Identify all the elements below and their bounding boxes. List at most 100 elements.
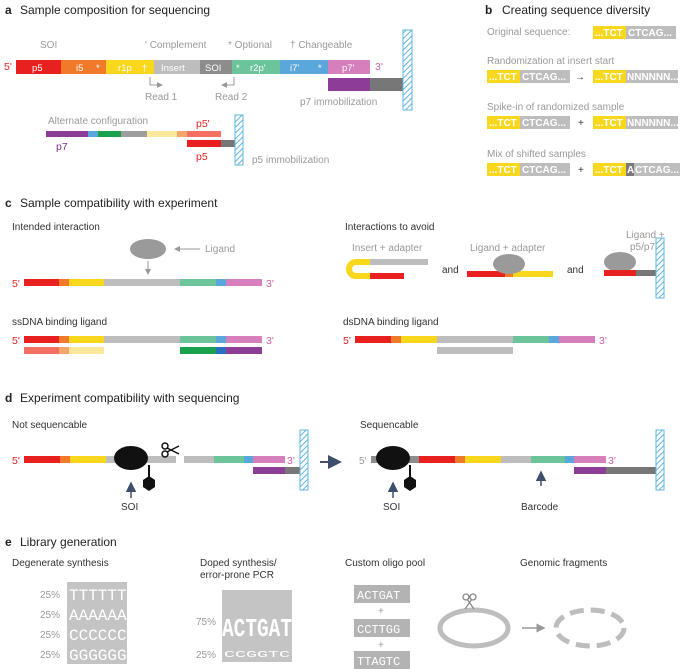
degenerate-label: Degenerate synthesis bbox=[12, 558, 109, 569]
alt-p7-label: p7 bbox=[56, 141, 68, 153]
five-prime-label: 5' bbox=[4, 61, 12, 73]
surface-d1 bbox=[299, 429, 309, 491]
c2-yellow bbox=[69, 336, 104, 343]
seg-i5-label: i5 bbox=[76, 63, 83, 74]
legend-changeable: † Changeable bbox=[290, 40, 353, 51]
alt-seg-green bbox=[98, 131, 121, 137]
and-1: and bbox=[442, 265, 459, 276]
spike-a-grey bbox=[520, 116, 570, 129]
c2b-lorange bbox=[59, 347, 69, 354]
c1-grey bbox=[104, 279, 180, 286]
d1-protein bbox=[114, 446, 148, 470]
rand-label: Randomization at insert start bbox=[487, 56, 615, 67]
c3-yellow bbox=[401, 336, 437, 343]
orig-yellow-text: ...TCT bbox=[595, 28, 623, 39]
c3b-grey bbox=[437, 347, 513, 354]
c2-green bbox=[180, 336, 216, 343]
alt-seg-lyellow bbox=[147, 131, 177, 137]
spike-a-grey-text: CTCAG... bbox=[522, 118, 566, 129]
oligo-2: CCTTGG bbox=[357, 623, 400, 637]
c1-blue bbox=[216, 279, 226, 286]
not-seq-label: Not sequencable bbox=[12, 420, 87, 431]
read2-arrow bbox=[221, 77, 235, 88]
spike-b-grey bbox=[626, 116, 678, 129]
d1-grey-b bbox=[184, 456, 214, 463]
surface-c bbox=[655, 237, 665, 299]
mix-b-yellow-text: ...TCT bbox=[595, 165, 623, 176]
panel-b-letter: b bbox=[485, 3, 492, 17]
la-red bbox=[467, 271, 505, 277]
seq-label: Sequencable bbox=[360, 420, 419, 431]
oligo-1-bg bbox=[354, 585, 410, 603]
c-five-prime-1: 5' bbox=[12, 278, 20, 290]
ligand-p5p7-label-2: p5/p7 bbox=[630, 242, 655, 253]
rand-a-yellow-text: ...TCT bbox=[489, 72, 517, 83]
p7-strand-linker bbox=[370, 78, 403, 91]
oligo-3-bg bbox=[354, 651, 410, 669]
d2-grey bbox=[501, 456, 531, 463]
panel-a-title: Sample composition for sequencing bbox=[20, 3, 210, 17]
ssdna-label: ssDNA binding ligand bbox=[12, 317, 107, 328]
c3-red bbox=[355, 336, 391, 343]
d-five-prime-1: 5' bbox=[12, 455, 20, 467]
original-label: Original sequence: bbox=[487, 27, 570, 38]
and-2: and bbox=[567, 265, 584, 276]
seg-r1p-label: r1p bbox=[118, 63, 132, 74]
three-prime-label: 3' bbox=[375, 61, 383, 73]
c2-red bbox=[24, 336, 59, 343]
d1-purple bbox=[253, 467, 285, 474]
d1-soi-label: SOI bbox=[121, 502, 138, 513]
read2-label: Read 2 bbox=[215, 92, 248, 103]
d2-pink bbox=[574, 456, 606, 463]
genome-circle bbox=[437, 607, 511, 649]
orig-grey-text: CTCAG... bbox=[628, 28, 672, 39]
panel-d-letter: d bbox=[5, 391, 12, 405]
deg-row-4: GGGGGG bbox=[69, 647, 127, 665]
deg-row-3: CCCCCC bbox=[69, 627, 127, 645]
c2-pink bbox=[226, 336, 262, 343]
d2-protein bbox=[376, 446, 410, 470]
alt-config-label: Alternate configuration bbox=[48, 116, 148, 127]
d2-linker bbox=[606, 467, 656, 474]
hairpin-bottom-yellow bbox=[356, 273, 370, 279]
optional-star-2: * bbox=[236, 63, 240, 74]
seg-r2p bbox=[232, 60, 280, 74]
d2-purple bbox=[574, 467, 606, 474]
ligand-blob bbox=[130, 239, 166, 259]
c-five-prime-2: 5' bbox=[12, 335, 20, 347]
alt-seg-lorange bbox=[177, 131, 187, 137]
mix-a-grey bbox=[520, 163, 570, 176]
d-five-prime-2: 5' bbox=[359, 456, 367, 467]
seg-p7c bbox=[328, 60, 370, 74]
c2b-purple bbox=[226, 347, 262, 354]
surface-p7 bbox=[402, 29, 413, 111]
avoid-label: Interactions to avoid bbox=[345, 222, 435, 233]
doped-block bbox=[222, 590, 292, 662]
c-three-prime-1: 3' bbox=[266, 278, 274, 290]
ligand-p5p7-label-1: Ligand + bbox=[626, 230, 665, 241]
mix-b-grey-text: CTCAG... bbox=[635, 165, 679, 176]
panel-d-title: Experiment compatibility with sequencing bbox=[20, 391, 239, 405]
alt-seg-purple bbox=[46, 131, 88, 137]
lp-ligand bbox=[604, 252, 636, 272]
optional-star-3: * bbox=[318, 63, 322, 74]
rand-b-grey bbox=[626, 70, 678, 83]
dsdna-label: dsDNA binding ligand bbox=[343, 317, 439, 328]
read1-label: Read 1 bbox=[145, 92, 178, 103]
panel-c: c Sample compatibility with experiment I… bbox=[5, 196, 665, 354]
doped-small: CCGGTC bbox=[224, 650, 291, 660]
lp-red bbox=[604, 270, 636, 276]
mix-b-shift bbox=[626, 163, 634, 176]
rand-b-yellow bbox=[593, 70, 626, 83]
hairpin-top-yellow bbox=[356, 259, 370, 265]
panel-e-title: Library generation bbox=[20, 535, 117, 549]
seg-insert-label: Insert bbox=[161, 63, 185, 74]
orig-yellow bbox=[593, 26, 626, 39]
mix-a-grey-text: CTCAG... bbox=[522, 165, 566, 176]
surface-d2 bbox=[655, 429, 665, 491]
rand-b-yellow-text: ...TCT bbox=[595, 72, 623, 83]
panel-d: d Experiment compatibility with sequenci… bbox=[5, 391, 665, 513]
rand-b-grey-text: NNNNNN... bbox=[627, 72, 679, 83]
d-three-prime-2: 3' bbox=[608, 455, 616, 467]
c2-grey bbox=[104, 336, 180, 343]
